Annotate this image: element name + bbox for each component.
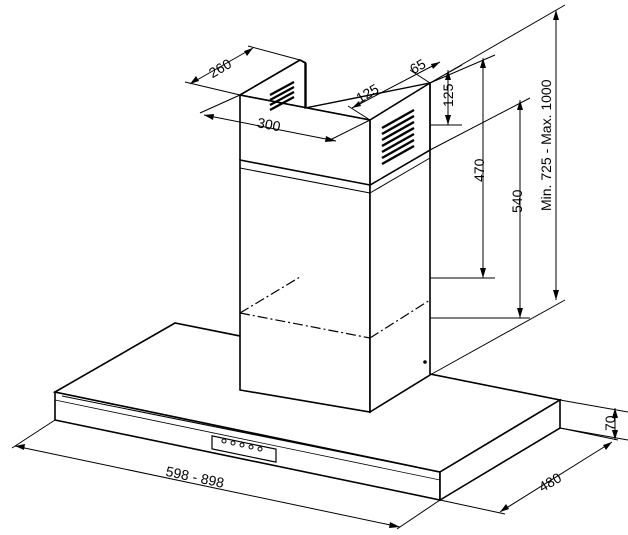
upper-chimney-front-edge [239, 94, 371, 121]
label-vent-offset: 65 [407, 55, 429, 77]
chimney-joint-front [239, 167, 371, 194]
label-vent-height: 125 [440, 83, 456, 107]
dimension-lines [11, 4, 628, 530]
dimension-arrows [15, 10, 618, 528]
control-button-2 [230, 440, 236, 446]
vent-slots-right [381, 108, 415, 166]
label-hood-width: 598 - 898 [164, 463, 225, 491]
control-button-3 [239, 442, 245, 448]
chimney-screw [423, 360, 427, 364]
label-hood-depth: 480 [536, 469, 564, 495]
hood-front-bevel [54, 399, 441, 481]
label-chimney-width: 300 [256, 114, 282, 134]
control-button-5 [257, 446, 263, 452]
control-button-4 [248, 444, 254, 450]
lower-chimney-front [239, 159, 371, 413]
label-chimney-depth: 260 [206, 55, 234, 81]
chimney [238, 59, 431, 414]
hood-bevel-line [61, 395, 554, 473]
lower-chimney-side [369, 148, 431, 414]
label-lower-chimney-height: 540 [509, 189, 525, 213]
label-total-height: Min. 725 - Max. 1000 [538, 79, 554, 211]
label-hood-thickness: 70 [602, 415, 618, 431]
control-panel [211, 435, 277, 463]
label-upper-chimney-height: 470 [471, 158, 487, 182]
vent-slots-left [269, 81, 295, 111]
control-button-1 [221, 438, 227, 444]
hidden-outline [239, 276, 431, 339]
control-panel-frame [211, 435, 277, 463]
dimension-labels: 260 300 125 65 125 470 540 Min. 725 - Ma… [164, 55, 618, 495]
chimney-joint-side [369, 157, 431, 194]
